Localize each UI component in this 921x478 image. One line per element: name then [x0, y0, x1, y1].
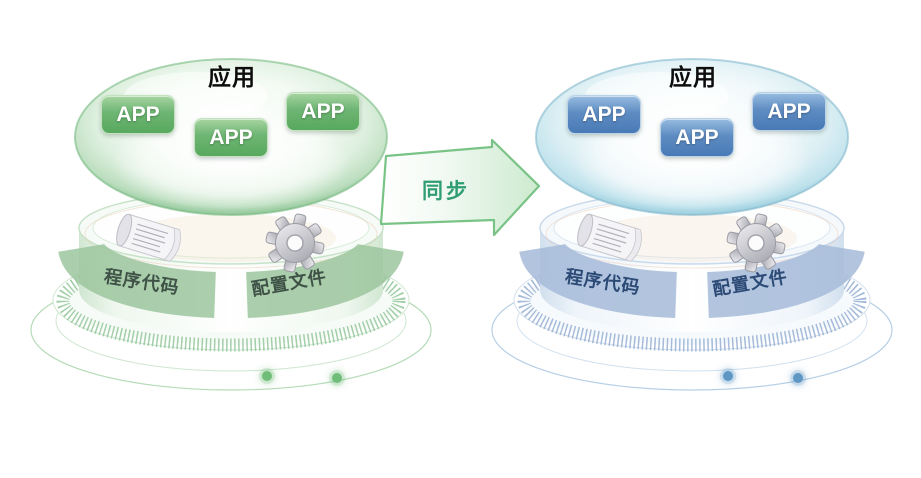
gear-icon	[265, 213, 325, 273]
app-badge: APP	[194, 118, 268, 157]
platform-title: 应用	[208, 64, 256, 90]
app-badge: APP	[567, 95, 641, 134]
scroll-icon	[577, 213, 642, 262]
sync-arrow-shape	[379, 138, 541, 237]
scroll-icon	[116, 213, 181, 262]
orbit-dot	[723, 371, 733, 381]
orbit-dot	[262, 371, 272, 381]
ribbon-band	[58, 241, 404, 318]
platform-source-art	[30, 58, 432, 391]
orbit-dot	[793, 373, 803, 383]
app-badge: APP	[286, 92, 360, 131]
ribbon-band	[519, 241, 865, 318]
platform-title: 应用	[669, 64, 717, 90]
platform-source: 应用 APP APP APP 程序代码 配置文件	[0, 0, 460, 478]
orbit-dot	[332, 373, 342, 383]
platform-target: 应用 APP APP APP 程序代码 配置文件	[461, 0, 921, 478]
sync-arrow: 同步	[376, 138, 546, 242]
app-badge: APP	[752, 92, 826, 131]
app-badge: APP	[101, 95, 175, 134]
gear-icon	[726, 213, 786, 273]
platform-target-art	[491, 58, 893, 391]
app-badge: APP	[660, 118, 734, 157]
sync-arrow-label: 同步	[422, 180, 470, 203]
